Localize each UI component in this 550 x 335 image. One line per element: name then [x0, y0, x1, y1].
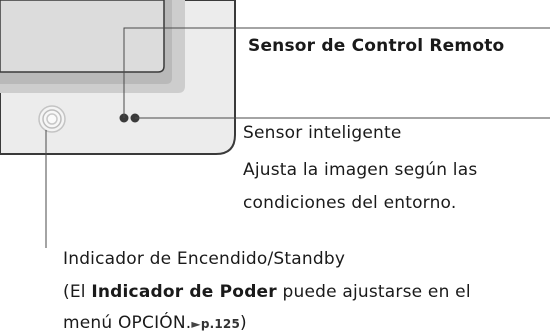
smart-sensor-description-line2: condiciones del entorno. — [243, 193, 457, 213]
note-bold-term: Indicador de Poder — [91, 282, 277, 302]
smart-sensor-description-line1: Ajusta la imagen según las — [243, 160, 478, 180]
smart-sensor-label: Sensor inteligente — [243, 123, 402, 143]
power-indicator-note-line2: menú OPCIÓN.►p.125) — [63, 313, 247, 333]
power-indicator-label: Indicador de Encendido/Standby — [63, 249, 346, 269]
power-indicator-icon — [38, 105, 66, 133]
tv-screen — [0, 0, 165, 73]
note-open: (El — [63, 282, 92, 302]
note-rest: puede ajustarse en el — [276, 282, 471, 302]
note-menu-text: menú OPCIÓN. — [63, 313, 192, 333]
remote-sensor-leader-line — [123, 27, 550, 118]
remote-sensor-label: Sensor de Control Remoto — [248, 36, 505, 56]
page-ref-arrow-icon: ► — [191, 317, 201, 331]
page-reference[interactable]: p.125 — [200, 317, 241, 331]
power-indicator-note-line1: (El Indicador de Poder puede ajustarse e… — [63, 282, 471, 302]
note-close: ) — [240, 313, 247, 333]
